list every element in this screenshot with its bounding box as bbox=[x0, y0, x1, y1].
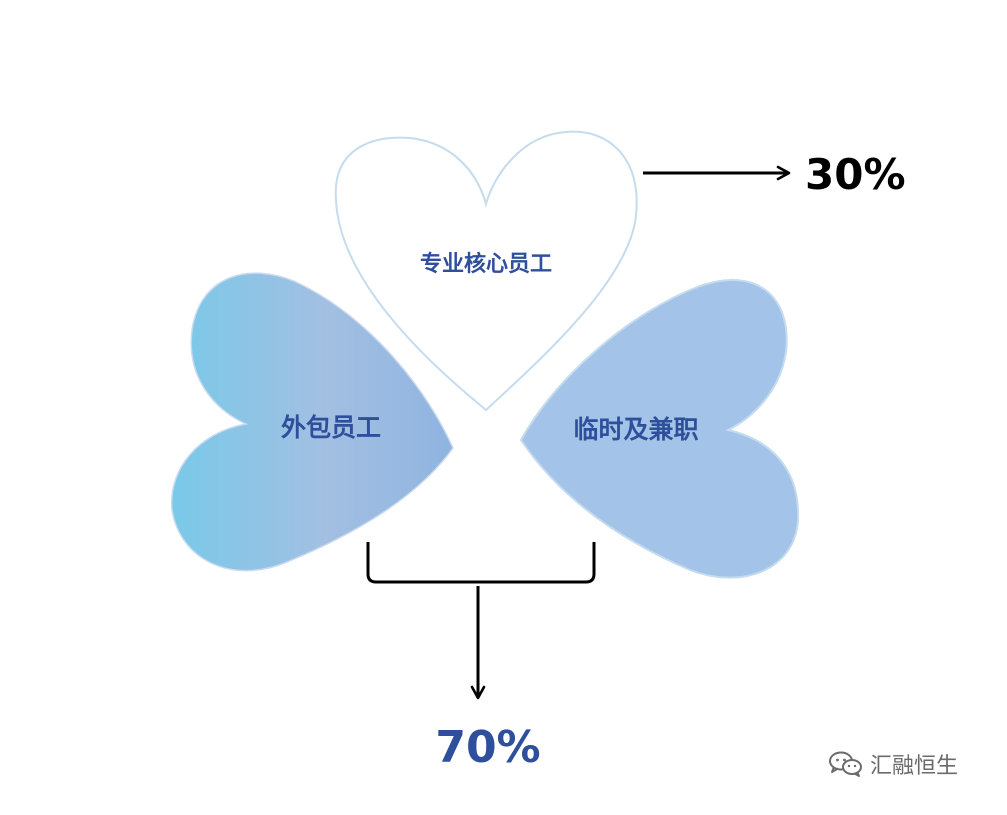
watermark-text: 汇融恒生 bbox=[870, 754, 959, 779]
part-time-heart-label: 临时及兼职 bbox=[573, 415, 698, 444]
outsourced-heart-label: 外包员工 bbox=[281, 413, 381, 442]
non-core-percent-label: 70% bbox=[435, 722, 540, 773]
core-percent-label: 30% bbox=[805, 150, 906, 199]
core-heart-label: 专业核心员工 bbox=[420, 251, 552, 277]
bracket bbox=[366, 542, 596, 584]
part-time-heart bbox=[519, 279, 800, 579]
wechat-icon bbox=[828, 750, 864, 778]
outsourced-heart bbox=[170, 272, 454, 572]
watermark: 汇融恒生 bbox=[828, 748, 958, 780]
core-heart bbox=[334, 130, 638, 412]
